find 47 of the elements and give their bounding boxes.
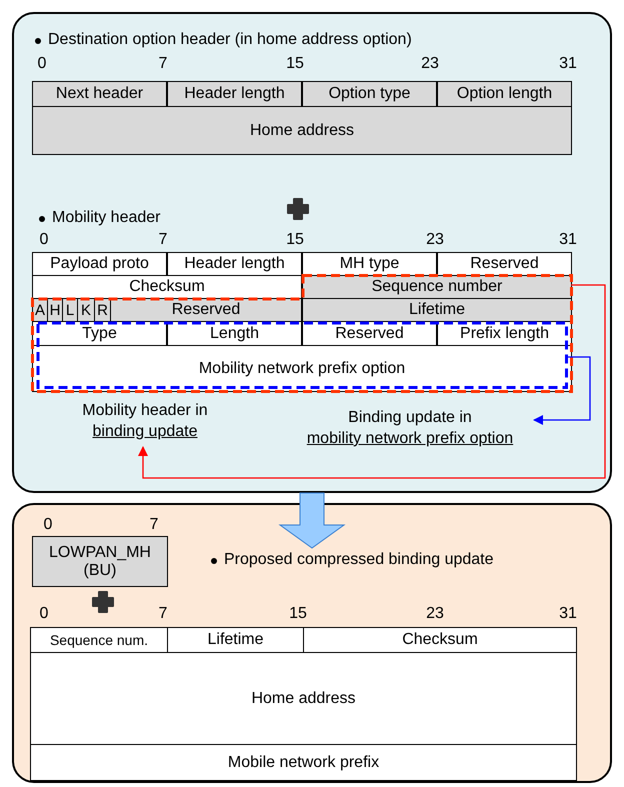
bit-number: 15 (286, 231, 304, 249)
header-field: Header length (167, 252, 302, 276)
header-field: Mobile network prefix (30, 744, 577, 781)
bit-number: 0 (40, 605, 48, 623)
header-field: Checksum (32, 275, 302, 299)
bit-number: 7 (150, 516, 158, 534)
header-field: Option type (302, 81, 437, 107)
header-field: Mobility network prefix option (32, 345, 572, 392)
header-field: Lifetime (167, 627, 304, 653)
header-field: Reserved (437, 252, 572, 276)
section-heading: Proposed compressed binding update (224, 551, 494, 569)
header-field: Payload proto (32, 252, 167, 276)
panel-background (12, 503, 612, 783)
bit-number: 7 (158, 605, 168, 623)
arrow (138, 284, 606, 479)
bit-number: 15 (289, 605, 307, 623)
header-field: MH type (302, 252, 437, 276)
caption-text: mobility network prefix option (306, 429, 514, 449)
section-heading: Destination option header (in home address option) (48, 31, 412, 49)
bit-number: 7 (158, 231, 168, 249)
bit-number: 23 (426, 605, 444, 623)
bit-number: 23 (421, 55, 439, 73)
header-field: Option length (437, 81, 572, 107)
panel-background (12, 12, 612, 493)
block-arrow (278, 492, 346, 549)
header-field: Home address (32, 106, 572, 155)
arrow (533, 356, 591, 425)
caption-text: Binding update in (348, 408, 472, 428)
bit-number: 31 (559, 55, 577, 73)
bit-number: 0 (40, 231, 48, 249)
caption-text: Mobility header in (82, 401, 208, 421)
header-field: Header length (167, 81, 302, 107)
bit-number: 7 (158, 55, 168, 73)
header-field: Checksum (303, 627, 577, 653)
section-heading: Mobility header (52, 209, 160, 227)
bit-number: 0 (38, 55, 46, 73)
bit-number: 15 (286, 55, 304, 73)
bit-number: 31 (559, 605, 577, 623)
header-field: Next header (32, 81, 167, 107)
bit-number: 0 (44, 516, 52, 534)
caption-text: binding update (92, 422, 198, 442)
header-field: Sequence num. (30, 627, 168, 653)
bit-number: 31 (559, 231, 577, 249)
bit-number: 23 (426, 231, 444, 249)
header-field: Home address (30, 652, 577, 745)
header-field: Lifetime (302, 298, 572, 322)
header-field: LOWPAN_MH (BU) (32, 536, 168, 587)
